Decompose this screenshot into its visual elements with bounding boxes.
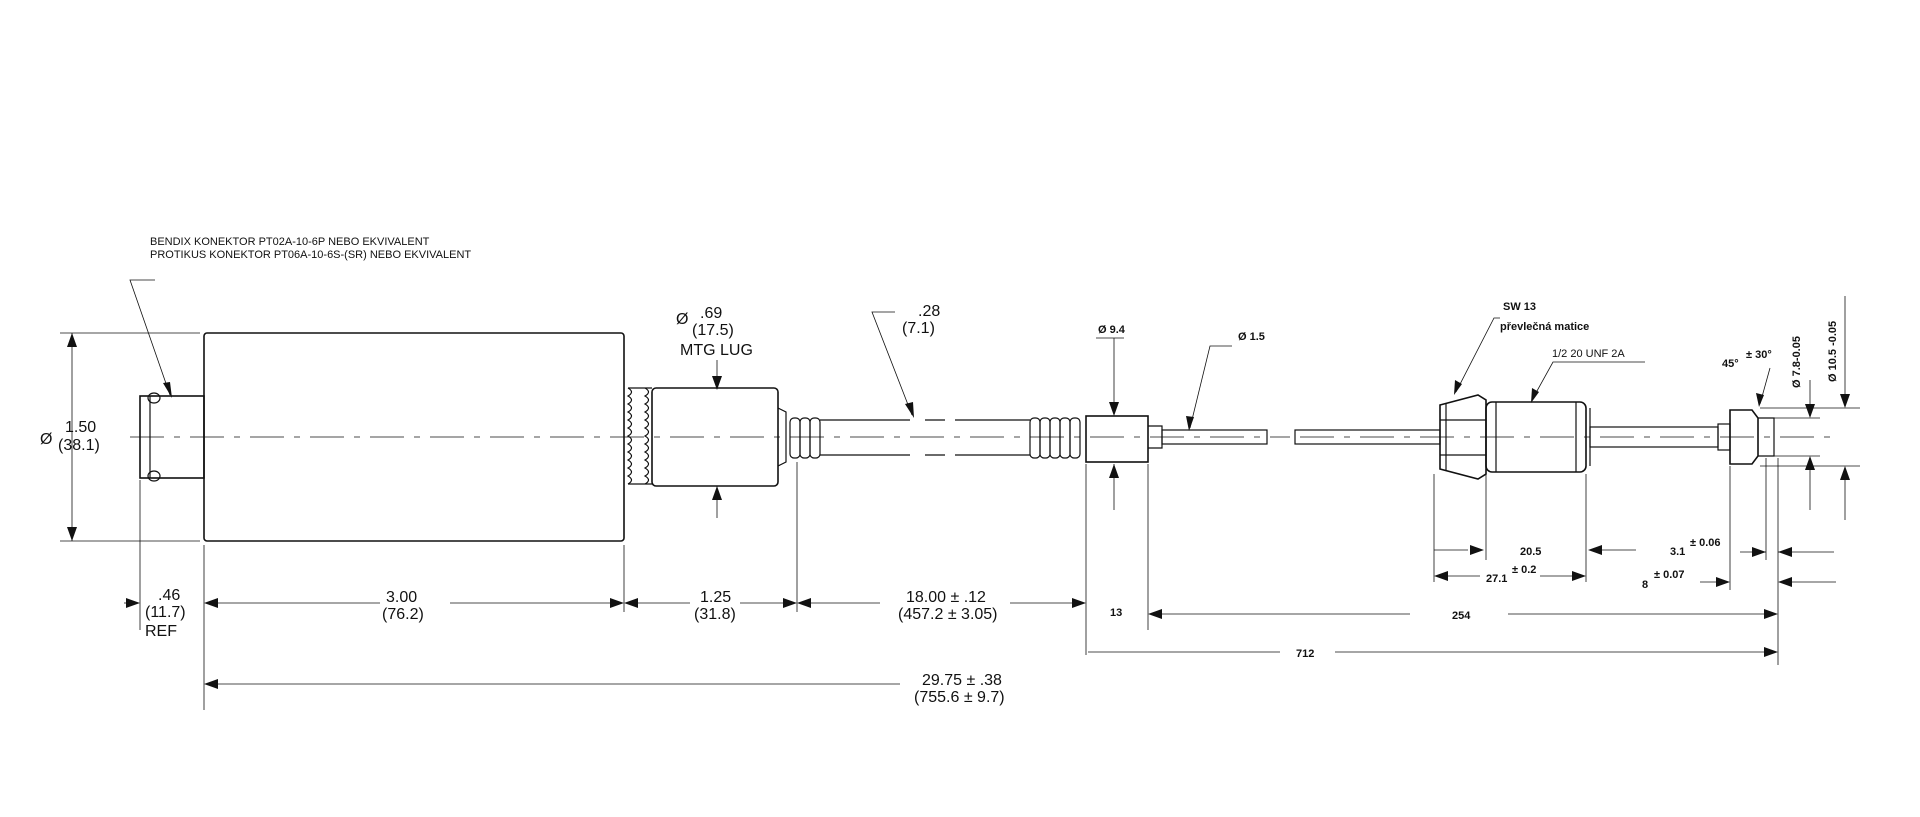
nut-length-text: 27.1 [1486, 573, 1507, 585]
tip-step-text: 3.1 [1670, 546, 1685, 558]
lug-length-mm: (31.8) [694, 606, 736, 623]
dim-cable-length [797, 598, 1086, 608]
nut-label-text: převlečná matice [1500, 321, 1589, 333]
dim-cable-diameter-leader [871, 311, 914, 418]
connector-length-mm: (11.7) [145, 604, 186, 621]
connector-length-ref: REF [145, 623, 177, 640]
tip-length-tol-text: ± 0.07 [1654, 569, 1685, 581]
cable-length-mm: (457.2 ± 3.05) [898, 606, 998, 623]
body-diameter-mm: (38.1) [58, 437, 100, 454]
dim-body-length [204, 598, 624, 608]
lug-diameter-inch: .69 [700, 305, 722, 322]
ferrule [1085, 415, 1149, 463]
nut-length-tol-text: ± 0.2 [1512, 564, 1536, 576]
dim-chamfer-leader [1756, 367, 1771, 407]
dim-sensor-length [1088, 647, 1778, 657]
sensor-body [203, 332, 625, 542]
connector-length-inch: .46 [158, 587, 180, 604]
dim-lug-diameter-arrows [712, 360, 722, 518]
wrench-size-text: SW 13 [1503, 301, 1536, 313]
connector-note-line1: BENDIX KONEKTOR PT02A-10-6P NEBO EKVIVAL… [150, 236, 430, 248]
sensor-length-text: 712 [1296, 648, 1314, 660]
tip-diameter-1-text: Ø 7.8-0.05 [1791, 336, 1803, 388]
tip-diameter-2-text: Ø 10.5 -0.05 [1827, 321, 1839, 382]
chamfer-text: 45° [1722, 358, 1739, 370]
dim-probe-length [1148, 609, 1778, 619]
tip-step-tol-text: ± 0.06 [1690, 537, 1721, 549]
dim-body-diameter [60, 332, 200, 542]
dim-tip-diameters [1760, 296, 1860, 520]
thread-length-text: 20.5 [1520, 546, 1541, 558]
extension-lines [139, 458, 1779, 710]
dim-thread-leader [1531, 361, 1645, 403]
dim-tip-step [1740, 547, 1834, 557]
ferrule-diameter-text: Ø 9.4 [1098, 324, 1126, 336]
body-diameter-symbol: Ø [40, 431, 52, 448]
lug-length-inch: 1.25 [700, 589, 731, 606]
ribbed-section-1 [626, 387, 652, 485]
probe-tip [1717, 409, 1775, 465]
ribbed-section-3 [1029, 417, 1081, 459]
body-length-mm: (76.2) [382, 606, 424, 623]
cable-diameter-mm: (7.1) [902, 320, 935, 337]
lug-diameter-symbol: Ø [676, 311, 688, 328]
overall-length-inch: 29.75 ± .38 [922, 672, 1002, 689]
thread-text: 1/2 20 UNF 2A [1552, 348, 1625, 360]
overall-length-mm: (755.6 ± 9.7) [914, 689, 1005, 706]
cable-length-inch: 18.00 ± .12 [906, 589, 986, 606]
lug-diameter-mm: (17.5) [692, 322, 734, 339]
dim-nut-length [1434, 571, 1586, 581]
body-diameter-inch: 1.50 [65, 419, 96, 436]
cable [820, 419, 1030, 456]
probe-length-text: 254 [1452, 610, 1471, 622]
cable-diameter-inch: .28 [918, 303, 940, 320]
connector-leader [129, 279, 172, 398]
dim-thread-length [1434, 545, 1636, 555]
dim-tip-length [1700, 577, 1836, 587]
probe-diameter-text: Ø 1.5 [1238, 331, 1265, 343]
lug-diameter-label: MTG LUG [680, 342, 753, 359]
dim-connector-length [124, 598, 140, 608]
ferrule-length-text: 13 [1110, 607, 1122, 619]
ribbed-section-2 [789, 417, 821, 459]
dim-overall-length [204, 679, 900, 689]
dim-lug-length [624, 598, 797, 608]
connector-note-line2: PROTIKUS KONEKTOR PT06A-10-6S-(SR) NEBO … [150, 249, 471, 261]
body-length-inch: 3.00 [386, 589, 417, 606]
dim-ferrule-diameter [1096, 337, 1124, 510]
mounting-lug [651, 387, 787, 487]
dim-wrench-leader [1454, 317, 1500, 395]
dim-probe-diameter-leader [1186, 345, 1232, 431]
tip-length-text: 8 [1642, 579, 1648, 591]
chamfer-tol-text: ± 30° [1746, 349, 1772, 361]
